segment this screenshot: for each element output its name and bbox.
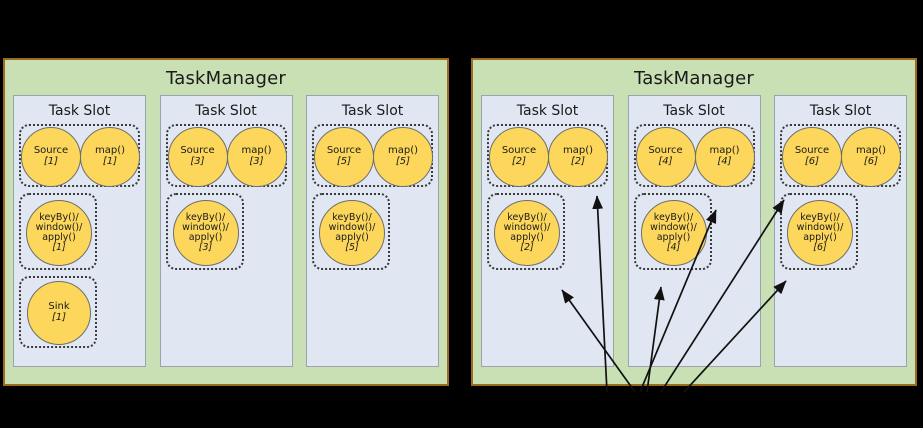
task-slot-title: Task Slot — [195, 103, 257, 119]
operator-index: [5] — [345, 242, 359, 254]
operator-source[interactable]: Source [5] — [314, 127, 374, 187]
window-operator-group: keyBy()/ window()/ apply() [2] — [487, 193, 565, 270]
operator-sink[interactable]: Sink [1] — [27, 281, 91, 345]
operator-source[interactable]: Source [6] — [782, 127, 842, 187]
operator-label-line: window()/ — [503, 221, 551, 233]
operator-index: [1] — [52, 242, 66, 254]
operator-label-line: apply() — [803, 232, 837, 243]
operator-chain-group: Source [1] map() [1] — [19, 124, 140, 187]
operator-label: map() — [855, 145, 887, 157]
taskmanager-1: TaskManager Task Slot Source [1] map() [… — [3, 58, 449, 386]
operator-keyby-window-apply[interactable]: keyBy()/ window()/ apply() [1] — [26, 200, 92, 266]
task-slot-1[interactable]: Task Slot Source [1] map() [1] keyBy()/ … — [13, 95, 146, 367]
operator-source[interactable]: Source [4] — [635, 127, 696, 187]
task-slot-6[interactable]: Task Slot Source [6] map() [6] keyBy()/ … — [774, 95, 907, 367]
operator-label: Source — [326, 145, 362, 157]
operator-label-line: window()/ — [328, 221, 376, 233]
task-slot-title: Task Slot — [341, 103, 404, 119]
operator-source[interactable]: Source [3] — [167, 127, 228, 187]
operator-label: Source — [180, 145, 215, 157]
operator-label-line: apply() — [42, 232, 76, 243]
operator-label: Source — [648, 145, 683, 157]
task-slot-title: Task Slot — [663, 103, 725, 119]
operator-keyby-window-apply[interactable]: keyBy()/ window()/ apply() [5] — [319, 200, 385, 266]
task-slot-list: Task Slot Source [2] map() [2] keyBy()/ … — [473, 95, 915, 375]
operator-index: [5] — [395, 156, 411, 167]
operator-label-line: apply() — [510, 232, 544, 243]
task-slot-title: Task Slot — [809, 103, 872, 119]
operator-label: Source — [501, 145, 537, 157]
task-slot-3[interactable]: Task Slot Source [5] map() [5] keyBy()/ … — [306, 95, 439, 367]
operator-label: map() — [94, 145, 126, 157]
sink-operator-group: Sink [1] — [19, 276, 97, 348]
window-operator-group: keyBy()/ window()/ apply() [5] — [312, 193, 390, 270]
operator-label-line: apply() — [188, 232, 223, 243]
operator-label: map() — [709, 145, 740, 157]
operator-chain-group: Source [6] map() [6] — [780, 124, 901, 187]
operator-map[interactable]: map() [5] — [373, 127, 433, 187]
operator-index: [4] — [717, 156, 732, 167]
taskmanager-title: TaskManager — [634, 68, 754, 89]
operator-label: Source — [794, 145, 830, 157]
operator-chain-group: Source [3] map() [3] — [165, 124, 287, 187]
operator-index: [3] — [190, 156, 205, 167]
operator-label-line: keyBy()/ — [800, 211, 840, 223]
operator-index: [1] — [51, 312, 67, 323]
operator-label: map() — [387, 145, 419, 157]
operator-index: [3] — [249, 156, 264, 167]
operator-label-line: apply() — [335, 232, 369, 243]
operator-index: [1] — [43, 156, 59, 167]
operator-keyby-window-apply[interactable]: keyBy()/ window()/ apply() [2] — [494, 200, 560, 266]
taskmanager-title: TaskManager — [166, 68, 286, 89]
operator-map[interactable]: map() [3] — [226, 127, 287, 187]
task-slot-list: Task Slot Source [1] map() [1] keyBy()/ … — [5, 95, 447, 375]
operator-keyby-window-apply[interactable]: keyBy()/ window()/ apply() [4] — [640, 200, 707, 266]
operator-map[interactable]: map() [1] — [80, 127, 140, 187]
operator-chain-group: Source [4] map() [4] — [633, 124, 755, 187]
operator-label-line: window()/ — [182, 221, 229, 233]
operator-map[interactable]: map() [4] — [694, 127, 755, 187]
window-operator-group: keyBy()/ window()/ apply() [6] — [780, 193, 858, 270]
operator-index: [1] — [102, 156, 118, 167]
operator-index: [5] — [336, 156, 352, 167]
operator-index: [4] — [658, 156, 673, 167]
task-slot-2[interactable]: Task Slot Source [3] map() [3] keyBy()/ … — [159, 95, 293, 367]
operator-label-line: keyBy()/ — [332, 211, 372, 223]
operator-label-line: window()/ — [35, 221, 83, 233]
operator-label-line: keyBy()/ — [185, 211, 226, 223]
operator-index: [3] — [198, 242, 213, 254]
operator-keyby-window-apply[interactable]: keyBy()/ window()/ apply() [3] — [172, 200, 239, 266]
operator-label: Sink — [48, 301, 70, 313]
operator-label-line: window()/ — [796, 221, 844, 233]
operator-label: map() — [562, 145, 594, 157]
operator-index: [4] — [666, 242, 681, 254]
operator-index: [6] — [804, 156, 820, 167]
task-slot-5[interactable]: Task Slot Source [4] map() [4] keyBy()/ … — [627, 95, 761, 367]
operator-label-line: keyBy()/ — [39, 211, 79, 223]
operator-map[interactable]: map() [6] — [841, 127, 901, 187]
window-operator-group: keyBy()/ window()/ apply() [3] — [165, 193, 244, 270]
operator-source[interactable]: Source [2] — [489, 127, 549, 187]
operator-index: [6] — [863, 156, 879, 167]
operator-label: map() — [241, 145, 272, 157]
operator-chain-group: Source [5] map() [5] — [312, 124, 433, 187]
operator-index: [6] — [813, 242, 827, 254]
operator-label: Source — [33, 145, 69, 157]
operator-label-line: keyBy()/ — [507, 211, 547, 223]
operator-index: [2] — [511, 156, 527, 167]
task-slot-title: Task Slot — [516, 103, 579, 119]
window-operator-group: keyBy()/ window()/ apply() [1] — [19, 193, 97, 270]
operator-source[interactable]: Source [1] — [21, 127, 81, 187]
operator-keyby-window-apply[interactable]: keyBy()/ window()/ apply() [6] — [787, 200, 853, 266]
taskmanager-2: TaskManager Task Slot Source [2] map() [… — [471, 58, 917, 386]
operator-index: [2] — [520, 242, 534, 254]
window-operator-group: keyBy()/ window()/ apply() [4] — [633, 193, 712, 270]
operator-chain-group: Source [2] map() [2] — [487, 124, 608, 187]
operator-index: [2] — [570, 156, 586, 167]
task-slot-title: Task Slot — [48, 103, 111, 119]
operator-map[interactable]: map() [2] — [548, 127, 608, 187]
task-slot-4[interactable]: Task Slot Source [2] map() [2] keyBy()/ … — [481, 95, 614, 367]
